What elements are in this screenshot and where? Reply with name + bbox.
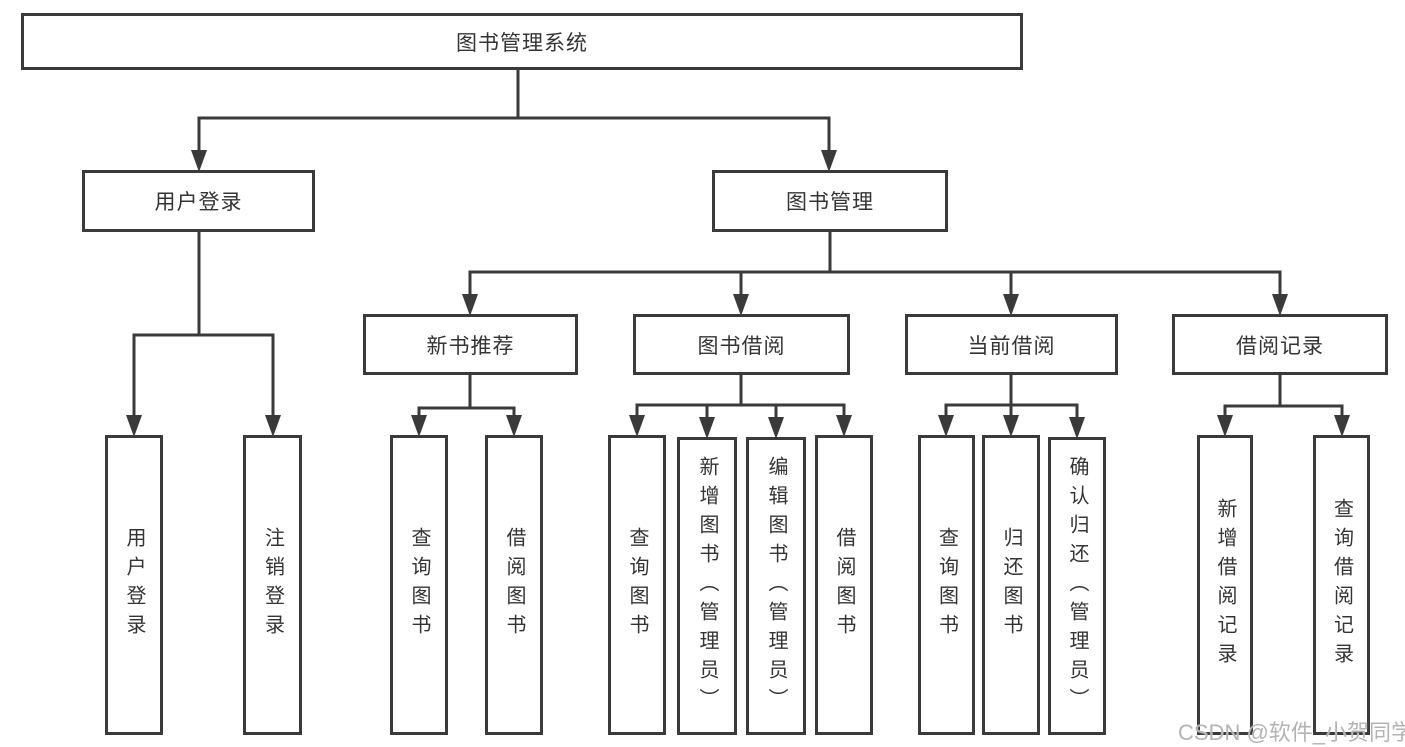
node-label: 查询借阅记录	[1330, 498, 1353, 672]
leaf-add-borrow-record: 新增借阅记录	[1197, 435, 1253, 735]
node-user-login: 用户登录	[82, 170, 315, 232]
node-label: 用户登录	[123, 527, 145, 643]
leaf-confirm-return-admin: 确认归还（管理员）	[1048, 437, 1106, 735]
leaf-query-books-recommend: 查询图书	[390, 435, 448, 735]
node-book-management: 图书管理	[712, 170, 948, 232]
node-label: 注销登录	[261, 527, 284, 643]
leaf-borrow-books-borrowing: 借阅图书	[815, 435, 873, 735]
leaf-user-login: 用户登录	[105, 435, 163, 735]
node-label: 借阅图书	[833, 527, 855, 643]
node-label: 新增图书（管理员）	[696, 455, 718, 717]
node-library-management-system: 图书管理系统	[21, 13, 1023, 70]
node-label: 新增借阅记录	[1214, 498, 1236, 672]
node-borrow-records: 借阅记录	[1172, 314, 1388, 375]
leaf-query-borrow-record: 查询借阅记录	[1313, 435, 1370, 735]
node-label: 借阅图书	[503, 527, 525, 643]
leaf-return-books: 归还图书	[982, 435, 1040, 735]
node-new-book-recommend: 新书推荐	[363, 314, 578, 375]
node-current-borrowing: 当前借阅	[905, 314, 1118, 375]
leaf-edit-books-admin: 编辑图书（管理员）	[746, 437, 806, 735]
node-label: 图书管理系统	[456, 31, 588, 55]
node-label: 用户登录	[154, 191, 243, 214]
node-label: 查询图书	[935, 527, 958, 643]
node-label: 查询图书	[408, 527, 430, 643]
node-label: 当前借阅	[967, 334, 1056, 358]
node-label: 查询图书	[626, 527, 648, 643]
node-label: 确认归还（管理员）	[1066, 455, 1088, 717]
leaf-add-books-admin: 新增图书（管理员）	[677, 437, 737, 735]
node-label: 编辑图书（管理员）	[765, 455, 787, 717]
node-label: 新书推荐	[426, 334, 515, 358]
csdn-watermark: CSDN @软件_小贺同学	[1178, 720, 1405, 745]
node-label: 图书借阅	[697, 334, 786, 358]
node-label: 借阅记录	[1236, 334, 1324, 358]
leaf-borrow-books-recommend: 借阅图书	[485, 435, 543, 735]
node-book-borrowing: 图书借阅	[633, 314, 850, 375]
node-label: 图书管理	[786, 191, 874, 214]
node-label: 归还图书	[1000, 527, 1022, 643]
leaf-query-books-current: 查询图书	[918, 435, 975, 735]
leaf-logout: 注销登录	[243, 435, 302, 735]
leaf-query-books-borrowing: 查询图书	[608, 435, 666, 735]
